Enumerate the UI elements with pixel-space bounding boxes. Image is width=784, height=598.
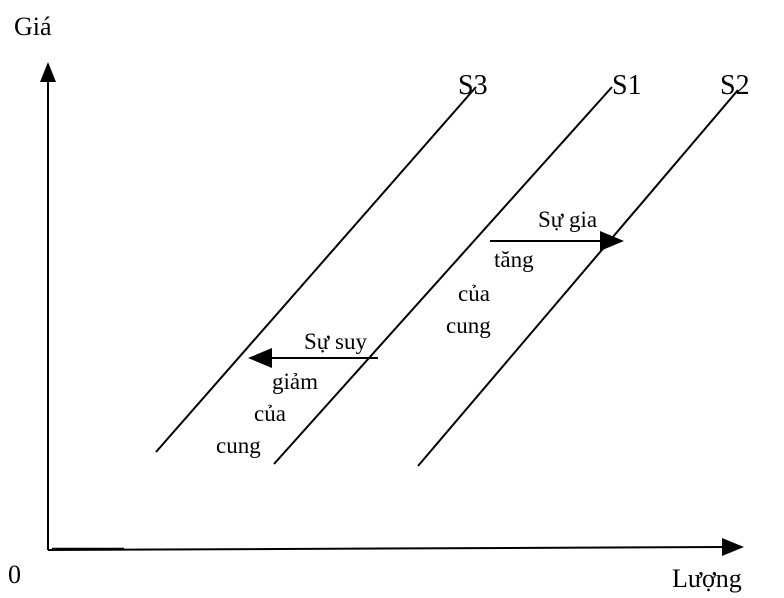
origin-label: 0: [8, 560, 21, 589]
decrease-note-line-2: giảm: [272, 369, 318, 394]
x-axis-arrowhead: [722, 538, 744, 556]
increase-note-line-3: của: [458, 281, 490, 306]
supply-curve-s3: [155, 86, 477, 453]
supply-decrease-arrowhead: [248, 348, 272, 368]
supply-curve-s2: [417, 89, 739, 467]
y-axis-arrowhead: [40, 62, 56, 82]
decrease-note-line-3: của: [254, 401, 286, 426]
y-axis-label: Giá: [14, 12, 52, 41]
supply-curve-s1: [273, 86, 613, 465]
x-axis-line: [47, 546, 729, 551]
supply-increase-arrowhead: [600, 231, 624, 251]
increase-note-line-1: Sự gia: [538, 207, 598, 232]
decrease-note-line-4: cung: [216, 433, 261, 458]
curve-label-s1: S1: [612, 70, 642, 101]
curve-label-s2: S2: [720, 70, 750, 101]
increase-note-line-2: tăng: [494, 247, 534, 272]
curve-label-s3: S3: [458, 70, 488, 101]
x-axis-label: Lượng: [672, 564, 742, 593]
increase-note-line-4: cung: [446, 313, 491, 338]
decrease-note-line-1: Sự suy: [304, 329, 367, 354]
